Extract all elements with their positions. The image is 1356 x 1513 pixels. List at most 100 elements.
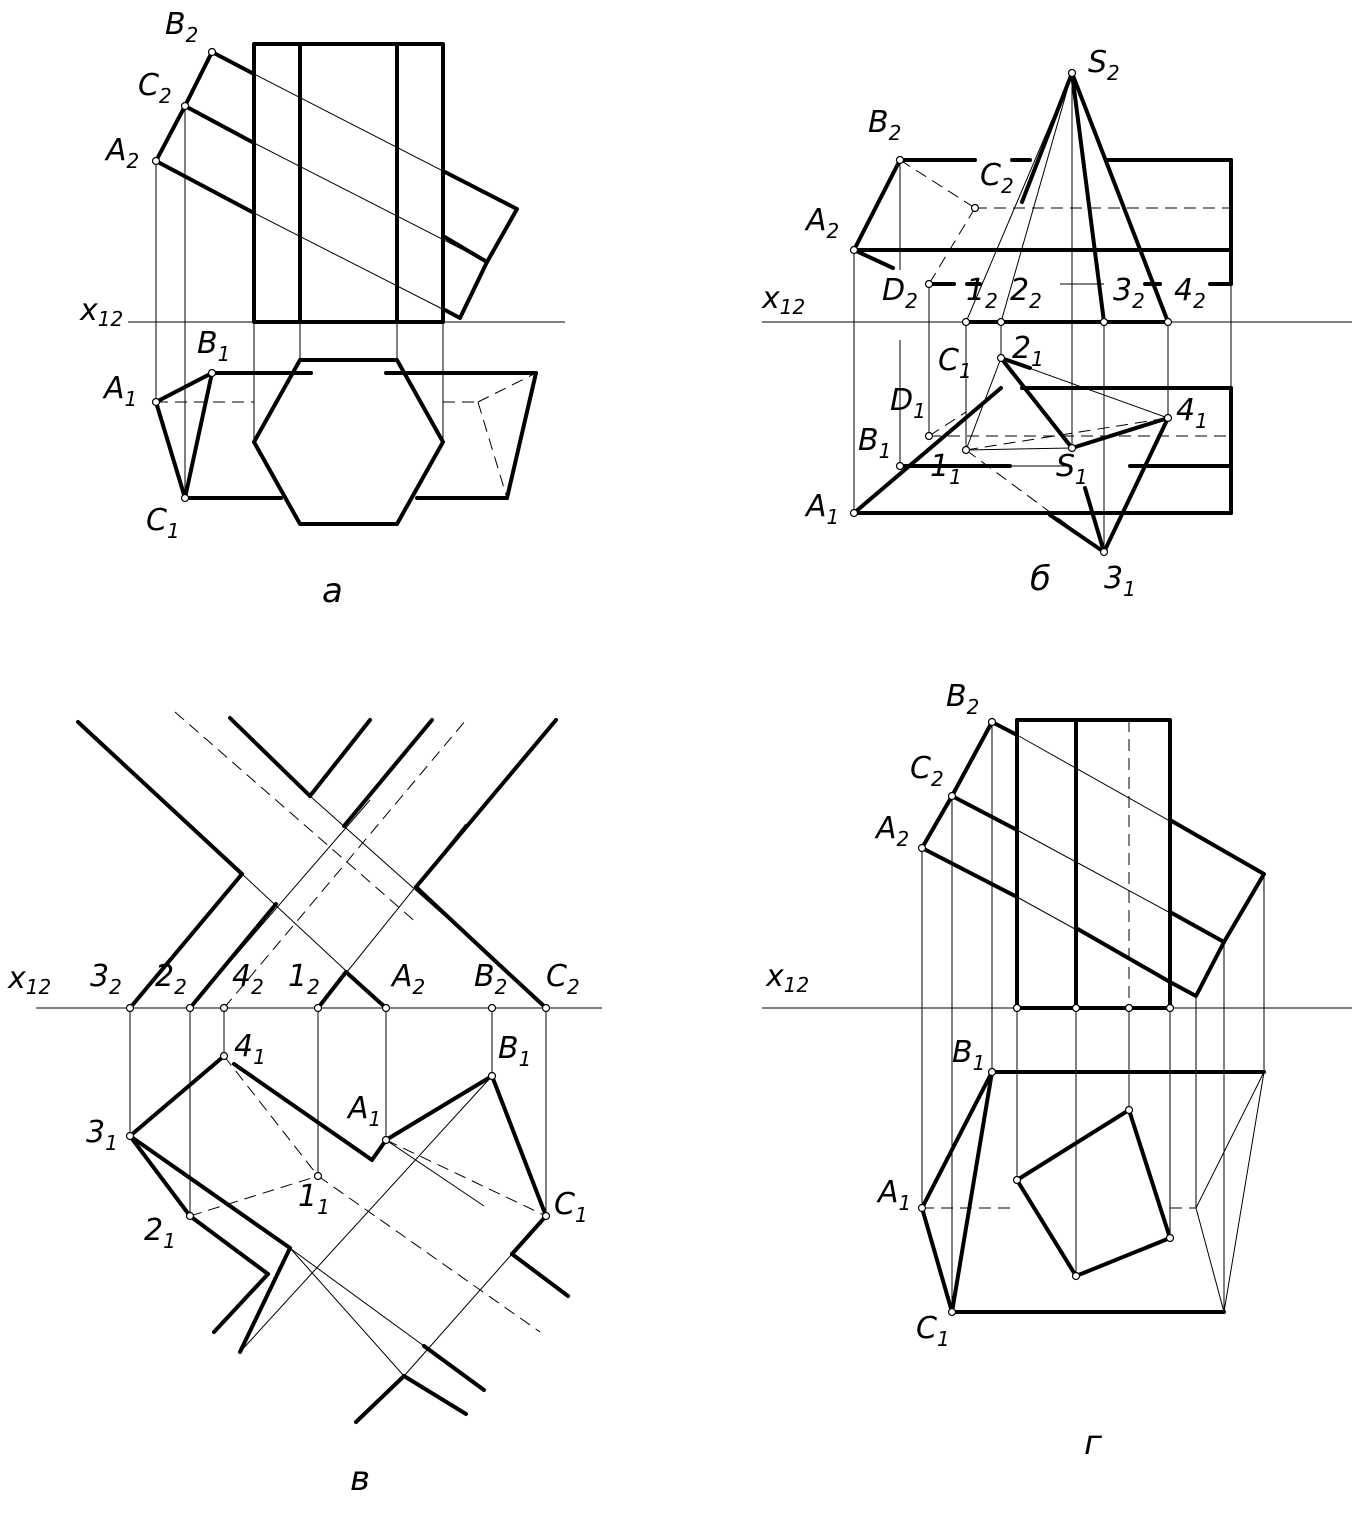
point-a1-g: [917, 1203, 927, 1213]
hexagon-plan-a: [252, 358, 445, 526]
axis-label-a: x12: [79, 293, 123, 331]
label-b1-g: B1: [952, 1035, 985, 1075]
point-b1-b: [895, 461, 905, 471]
point-b2-a: [207, 47, 217, 57]
point-12-v: [313, 1003, 323, 1013]
point-a1-b: [849, 508, 859, 518]
label-c2-v: C2: [546, 959, 580, 999]
inclined-prism-front-g: [920, 720, 1266, 998]
label-21-v: 21: [144, 1213, 176, 1253]
label-22-v: 22: [155, 959, 187, 999]
point-b2-v: [487, 1003, 497, 1013]
point-b1-g: [987, 1067, 997, 1077]
point-21-v: [185, 1211, 195, 1221]
label-c2-a: C2: [138, 68, 172, 108]
point-32-b: [1099, 317, 1109, 327]
point-c1-g: [947, 1307, 957, 1317]
point-22-v: [185, 1003, 195, 1013]
point-a2-b: [849, 245, 859, 255]
plan-v: [128, 1054, 570, 1424]
panel-a: x12 B2 C2 A2 B1 A1 C1 а: [79, 7, 565, 611]
label-11-b: 11: [930, 449, 962, 489]
point-sq-4-g: [1071, 1271, 1081, 1281]
point-12-b: [961, 317, 971, 327]
caption-g: г: [1084, 1423, 1103, 1463]
plan-g: [920, 1070, 1266, 1314]
label-b1-a: B1: [197, 326, 230, 366]
axis-label-v: x12: [7, 961, 51, 999]
label-b1-v: B1: [498, 1031, 531, 1071]
label-a1-b: A1: [804, 489, 839, 529]
label-c2-b: C2: [980, 158, 1014, 198]
point-axis-2-g: [1071, 1003, 1081, 1013]
point-sq-2-g: [1124, 1105, 1134, 1115]
point-c1-b: [961, 445, 971, 455]
caption-b: б: [1030, 559, 1051, 599]
point-b1-v: [487, 1071, 497, 1081]
label-12-v: 12: [288, 959, 320, 999]
panel-g: x12 B2 C2 A2 B1 A1 C1 г: [762, 679, 1352, 1463]
point-s2-b: [1067, 68, 1077, 78]
point-b2-b: [895, 155, 905, 165]
panel-v: x12 32 22 42 12 A2 B2 C2 41 B1 31 A1 11 …: [7, 711, 602, 1499]
label-c1-a: C1: [146, 503, 180, 543]
label-12-b: 12: [966, 273, 998, 313]
point-11-v: [313, 1171, 323, 1181]
label-b2-b: B2: [868, 105, 901, 145]
point-d1-b: [924, 431, 934, 441]
projection-lines-a: [155, 106, 444, 498]
label-s1-b: S1: [1056, 449, 1088, 489]
crossing-prisms-front-v: [76, 711, 558, 1010]
label-c1-b: C1: [938, 343, 972, 383]
point-b2-g: [987, 717, 997, 727]
point-42-b: [1163, 317, 1173, 327]
label-11-v: 11: [298, 1179, 330, 1219]
label-41-b: 41: [1176, 393, 1208, 433]
label-a1-a: A1: [102, 371, 137, 411]
point-31-b: [1099, 547, 1109, 557]
projection-lines-v: [129, 1008, 547, 1216]
point-31-v: [125, 1131, 135, 1141]
prism-front-a: [252, 42, 445, 324]
label-41-v: 41: [234, 1029, 266, 1069]
point-22-b: [996, 317, 1006, 327]
point-sq-1-g: [1012, 1175, 1022, 1185]
point-c2-a: [180, 101, 190, 111]
point-axis-1-g: [1012, 1003, 1022, 1013]
point-a2-a: [151, 156, 161, 166]
point-21-b: [996, 353, 1006, 363]
label-31-v: 31: [86, 1115, 118, 1155]
point-c2-b: [970, 203, 980, 213]
point-a2-v: [381, 1003, 391, 1013]
label-31-b: 31: [1104, 561, 1136, 601]
point-c1-v: [541, 1211, 551, 1221]
point-sq-3-g: [1165, 1233, 1175, 1243]
caption-v: в: [350, 1459, 370, 1499]
label-32-v: 32: [90, 959, 122, 999]
label-32-b: 32: [1113, 273, 1145, 313]
point-41-v: [219, 1051, 229, 1061]
plan-b: [852, 356, 1233, 554]
label-d2-b: D2: [882, 273, 918, 313]
axis-label-b: x12: [761, 281, 805, 319]
label-s2-b: S2: [1088, 45, 1120, 85]
point-s1-b: [1067, 443, 1077, 453]
point-a1-v: [381, 1135, 391, 1145]
label-a1-v: A1: [346, 1091, 381, 1131]
square-plan-g: [1015, 1108, 1172, 1278]
label-b1-b: B1: [858, 423, 891, 463]
label-a2-a: A2: [104, 133, 139, 173]
point-a1-a: [151, 397, 161, 407]
label-a2-b: A2: [804, 203, 839, 243]
point-b1-a: [207, 368, 217, 378]
point-c1-a: [180, 493, 190, 503]
label-a1-g: A1: [876, 1175, 911, 1215]
axis-label-g: x12: [765, 959, 809, 997]
point-c2-g: [947, 791, 957, 801]
point-a2-g: [917, 843, 927, 853]
point-c2-v: [541, 1003, 551, 1013]
label-c2-g: C2: [910, 751, 944, 791]
label-b2-v: B2: [474, 959, 507, 999]
label-22-b: 22: [1010, 273, 1042, 313]
